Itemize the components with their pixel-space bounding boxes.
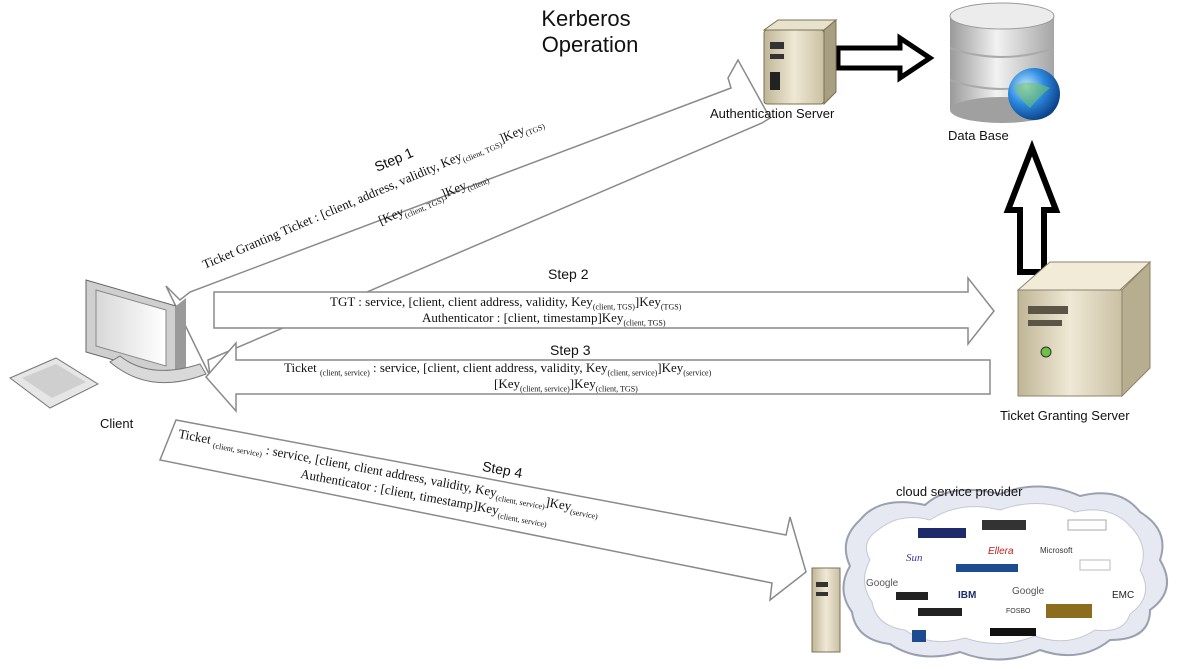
logo-emc: EMC [1112,590,1135,601]
logo-sun: Sun [906,552,923,564]
step2-message-line1: TGT : service, [client, client address, … [330,294,682,312]
server-icon [762,18,838,106]
client-computer-icon [9,279,207,409]
step2-arrow [213,275,995,347]
cloud-logos [896,519,1111,642]
diagram-title-line1: Kerberos [541,6,631,31]
logo-fosbo: FOSBO [1006,608,1031,615]
logo-google-2: Google [1012,586,1045,597]
step2-message-line2: Authenticator : [client, timestamp]Key(c… [422,310,666,328]
auth-to-db-arrow [835,33,935,83]
auth-server-label: Authentication Server [710,106,835,121]
tgs-to-db-arrow [1003,139,1061,275]
step3-message-line2: [Key(client, service)]Key(client, TGS) [494,376,638,394]
tgs-server-icon [1016,260,1152,398]
step3-message-line1: Ticket (client, service) : service, [cli… [284,360,712,378]
step3-label: Step 3 [550,342,591,358]
logo-ibm: IBM [958,590,977,601]
tgs-label: Ticket Granting Server [1000,408,1130,423]
logo-microsoft: Microsoft [1040,546,1073,555]
cloud-server-icon [811,567,841,653]
step2-label: Step 2 [548,266,589,282]
step3-arrow [204,341,991,413]
globe-icon [1008,68,1060,120]
logo-ellera: Ellera [988,546,1014,557]
logo-google-1: Google [866,578,899,589]
step4-arrow [158,419,807,602]
database-label: Data Base [948,128,1009,143]
csp-label: cloud service provider [896,484,1023,499]
client-label: Client [100,416,134,431]
diagram-title-line2: Operation [541,32,639,57]
